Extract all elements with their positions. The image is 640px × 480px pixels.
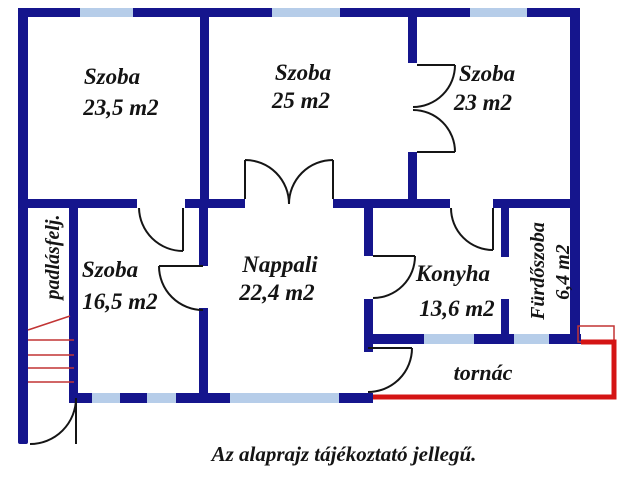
wall-middle-seg4: [493, 199, 580, 208]
door-double-nappali-szoba2: [244, 159, 334, 205]
room-labels: Szoba 23,5 m2 Szoba 25 m2 Szoba 23 m2 Sz…: [42, 60, 574, 385]
window-bottom-3: [230, 393, 339, 403]
door-nappali-konyha: [372, 255, 416, 299]
doors: [29, 64, 494, 445]
room-label-furdoszoba: Fürdőszoba: [527, 222, 549, 321]
attic-stairs: [27, 315, 74, 383]
wall-house-bottom: [69, 393, 373, 403]
window-konyha-1: [424, 334, 474, 344]
wall-right: [570, 8, 580, 344]
window-bottom-1: [92, 393, 120, 403]
door-entrance-tornac: [367, 347, 413, 393]
door-szoba4-nappali: [158, 265, 204, 311]
wall-divider-szoba1-szoba2: [200, 17, 209, 208]
windows: [80, 8, 549, 403]
window-bottom-2: [147, 393, 176, 403]
room-area-szoba3: 23 m2: [453, 90, 512, 115]
room-label-szoba3: Szoba: [459, 61, 515, 86]
wall-szoba4-nappali-upper: [199, 208, 208, 266]
porch-label: tornác: [454, 360, 513, 385]
window-top-1: [80, 8, 133, 17]
wall-corridor: [69, 199, 78, 403]
attic-stairs-label: padlásfelj.: [42, 215, 64, 302]
wall-konyha-furdo-upper: [501, 208, 509, 257]
caption: Az alaprajz tájékoztató jellegű.: [210, 442, 477, 466]
door-corridor-exterior: [29, 397, 77, 445]
stair-diagonal: [27, 315, 71, 331]
wall-konyha-furdo-lower: [501, 299, 509, 344]
wall-divider-szoba2-szoba3-lower: [408, 152, 417, 208]
wall-middle-seg2: [185, 199, 245, 208]
wall-divider-szoba2-szoba3-upper: [408, 17, 417, 63]
door-szoba3-konyha: [450, 207, 494, 251]
porch-outline: [373, 325, 617, 400]
room-area-szoba4: 16,5 m2: [82, 289, 157, 314]
wall-left: [18, 8, 28, 444]
window-top-2: [272, 8, 340, 17]
room-label-konyha: Konyha: [415, 261, 490, 286]
room-label-szoba4: Szoba: [82, 257, 138, 282]
window-top-3: [470, 8, 527, 17]
room-area-furdoszoba: 6,4 m2: [552, 244, 574, 300]
room-label-szoba2: Szoba: [275, 60, 331, 85]
door-szoba1-szoba4: [138, 207, 184, 252]
room-area-konyha: 13,6 m2: [419, 296, 494, 321]
room-area-szoba2: 25 m2: [271, 88, 330, 113]
wall-szoba4-nappali-lower: [199, 308, 208, 403]
door-double-szoba2-szoba3: [412, 64, 456, 153]
porch-edge: [373, 339, 617, 400]
room-area-nappali: 22,4 m2: [238, 280, 314, 305]
window-furdo-1: [514, 334, 549, 344]
wall-nappali-konyha-upper: [364, 208, 373, 256]
room-label-nappali: Nappali: [241, 252, 318, 277]
room-label-szoba1: Szoba: [84, 64, 140, 89]
wall-nappali-konyha-lower: [364, 299, 373, 352]
wall-middle-seg3: [333, 199, 450, 208]
room-area-szoba1: 23,5 m2: [82, 95, 158, 120]
